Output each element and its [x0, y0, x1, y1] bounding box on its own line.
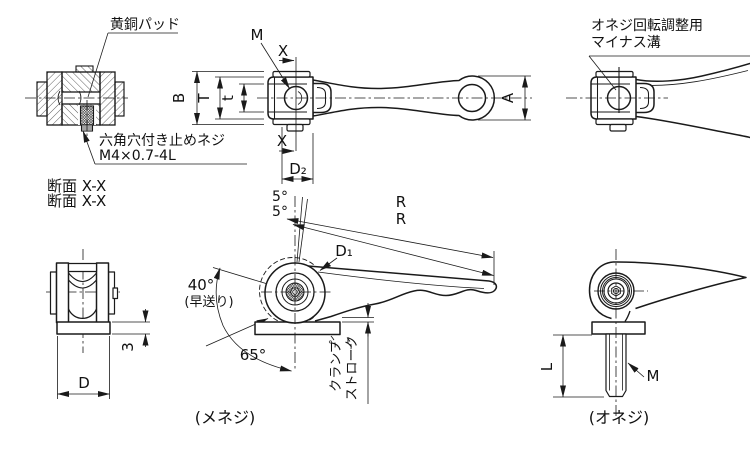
- clevis-cap-bottom: [595, 118, 634, 126]
- right-plate-hatched: [99, 71, 116, 126]
- phantom-lever-arc-1: [330, 335, 336, 350]
- threaded-stud: [605, 333, 627, 398]
- section-caption-2: 断面 X-X: [47, 192, 106, 210]
- top-cap-front: [67, 262, 98, 273]
- caption-female-thread: (メネジ): [195, 408, 256, 427]
- label-5deg-2: 5°: [272, 204, 288, 220]
- clevis-cap-bottom: [272, 118, 311, 126]
- label-clamp-stroke-1: クランプ: [329, 340, 344, 392]
- label-angle-40-note: (早送り): [184, 295, 233, 310]
- label-dim-b: B: [170, 93, 188, 103]
- label-dim-d2: D₂: [289, 160, 307, 178]
- front-view: 3 D: [46, 249, 150, 399]
- top-plan-view: M X X B T t A D₂: [170, 26, 532, 184]
- side-view-female: 5° 5° R R D₁ 40° (早送り) 65° クランプ ストローク (メ…: [184, 189, 498, 427]
- top-boss-hatched: [75, 65, 94, 73]
- brass-pad-leader: [87, 32, 109, 98]
- washer-side: [254, 321, 341, 336]
- section-caption-1: 断面 X-X: [47, 177, 106, 195]
- angle-arc-40-65: [213, 267, 292, 372]
- label-dim-m: M: [251, 26, 264, 44]
- left-cap-hatched: [36, 81, 48, 117]
- label-angle-40: 40°: [188, 276, 215, 294]
- label-angle-65: 65°: [240, 346, 267, 364]
- head-bottom-blend: [624, 310, 631, 322]
- label-dim-3: 3: [119, 342, 137, 352]
- label-dim-t-cap: T: [195, 93, 213, 104]
- dim-line-r2: [292, 224, 494, 276]
- set-screw-leader: [82, 130, 96, 165]
- label-set-screw-size: M4×0.7-4L: [99, 148, 176, 164]
- arm-cut-top-edge: [635, 62, 750, 83]
- cam-saddle-arc-1: [68, 272, 97, 283]
- five-deg-line-1: [296, 196, 303, 263]
- label-set-screw: 六角穴付き止めネジ: [99, 133, 225, 149]
- label-dim-a: A: [499, 92, 517, 103]
- top-right-partial-view: オネジ回転調整用 マイナス溝: [566, 18, 750, 139]
- label-dim-l: L: [538, 362, 556, 371]
- section-view: 黄銅パッド 六角穴付き止めネジ M4×0.7-4L 断面 X-X 断面 X-X: [25, 16, 247, 210]
- right-plate: [95, 262, 110, 324]
- caption-male-thread: (オネジ): [589, 408, 650, 427]
- label-note-line1: オネジ回転調整用: [591, 18, 703, 34]
- label-dim-r2: R: [396, 210, 406, 228]
- left-plate-hatched: [46, 71, 63, 126]
- lever-handle: [612, 261, 747, 310]
- label-brass-pad: 黄銅パッド: [110, 16, 180, 33]
- dim-line-r1: [286, 218, 494, 259]
- clevis-cap-top: [272, 70, 311, 78]
- set-screw-nub: [112, 287, 119, 300]
- label-note-line2: マイナス溝: [591, 35, 661, 51]
- label-dim-d1: D₁: [335, 242, 353, 260]
- arm-cut-bottom-edge: [635, 115, 750, 139]
- upper-block-hatched: [61, 71, 101, 93]
- clevis-cap-top: [595, 70, 634, 78]
- d1-leader: [319, 257, 338, 271]
- label-dim-m-stud: M: [647, 367, 660, 385]
- lever-handle-side: [307, 265, 498, 322]
- right-cap-hatched: [114, 81, 125, 117]
- brass-pad-arc-right: [78, 90, 82, 106]
- label-dim-d: D: [78, 374, 90, 392]
- label-x-top: X: [278, 42, 288, 60]
- m-stud-leader: [627, 362, 645, 378]
- left-cap: [49, 271, 58, 315]
- brass-pad-arc-left: [57, 90, 61, 106]
- open-position-line: [212, 267, 267, 284]
- cam-saddle-arc-2: [68, 279, 97, 289]
- label-5deg-1: 5°: [272, 189, 288, 205]
- washer: [591, 321, 646, 335]
- label-dim-r1: R: [396, 193, 406, 211]
- five-deg-line-2: [298, 198, 308, 263]
- note-leader: [588, 55, 617, 91]
- left-plate: [55, 262, 70, 324]
- washer-front: [56, 321, 111, 335]
- clevis-tab: [609, 123, 627, 132]
- clevis-tab: [286, 123, 304, 132]
- phantom-lever-arc-2: [346, 337, 352, 351]
- label-clamp-stroke-2: ストローク: [345, 335, 360, 400]
- side-view-male: L M (オネジ): [538, 249, 747, 427]
- cam-bottom-arc: [67, 308, 98, 320]
- m-leader: [260, 42, 290, 89]
- label-dim-t-small: t: [219, 95, 237, 101]
